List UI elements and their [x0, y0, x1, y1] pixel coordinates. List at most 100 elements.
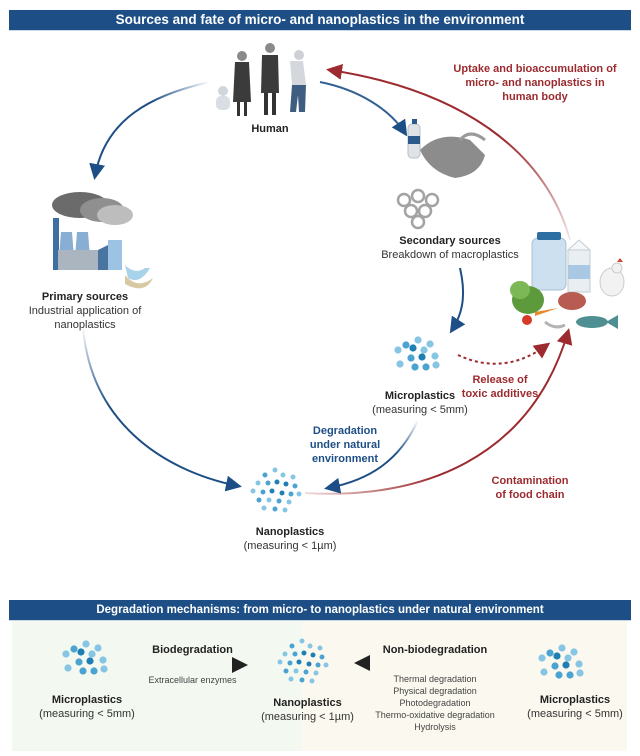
nanoplastics-subtitle: (measuring < 1µm) [243, 540, 337, 552]
particle [283, 481, 289, 487]
particle [566, 671, 574, 679]
particle [303, 669, 309, 675]
particle [287, 660, 293, 666]
particle [70, 645, 78, 653]
microplastics-particles-icon [62, 640, 108, 675]
particle [283, 668, 289, 674]
particle [396, 360, 404, 368]
particle [272, 467, 278, 473]
food-chain-icon [510, 232, 625, 329]
particle [99, 656, 107, 664]
center-nanoplastics-title: Nanoplastics [273, 697, 342, 709]
mechanism-item: Physical degradation [393, 686, 477, 696]
particle [422, 363, 430, 371]
particle [288, 491, 294, 497]
particle [553, 652, 561, 660]
plastic-waste-icon [396, 119, 486, 230]
particle [555, 671, 563, 679]
particle [277, 659, 283, 665]
primary-sources-subtitle-1: Industrial application of [28, 305, 142, 317]
particle [288, 676, 294, 682]
particle [538, 654, 546, 662]
particle [420, 346, 428, 354]
non-biodegradation-label: Non-biodegradation [382, 644, 488, 656]
microplastics-title: Microplastics [384, 390, 456, 402]
left-microplastics-subtitle: (measuring < 5mm) [39, 708, 135, 720]
particle [310, 652, 316, 658]
particle [62, 650, 70, 658]
nanoplastics-particles-icon [277, 638, 329, 684]
arrow-secondary-to-micro [449, 267, 466, 334]
particle [261, 505, 267, 511]
particle [551, 662, 559, 670]
particle [431, 352, 439, 360]
arrow-primary-to-nano [82, 325, 242, 492]
primary-sources-subtitle-2: nanoplastics [54, 319, 116, 331]
biodegradation-panel [12, 621, 302, 751]
particle [394, 346, 402, 354]
bottom-section-title: Degradation mechanisms: from micro- to n… [9, 600, 631, 620]
particle [402, 341, 410, 349]
nanoplastics-title: Nanoplastics [255, 526, 325, 538]
particle [269, 488, 275, 494]
arrow-micro-to-nano [324, 419, 419, 494]
uptake-annotation: Uptake and bioaccumulation of micro- and… [453, 63, 617, 103]
particle [279, 490, 285, 496]
particle [418, 353, 426, 361]
particle [575, 660, 583, 668]
particle [309, 678, 315, 684]
particle [276, 498, 282, 504]
right-microplastics-subtitle: (measuring < 5mm) [527, 708, 623, 720]
particle [292, 651, 298, 657]
particle [266, 497, 272, 503]
particle [88, 650, 96, 658]
particle [313, 670, 319, 676]
particle [562, 661, 570, 669]
biodegradation-label: Biodegradation [152, 644, 233, 656]
arrow-contamination [304, 328, 573, 495]
particle [293, 668, 299, 674]
mechanism-item: Thermal degradation [393, 674, 477, 684]
particle [323, 662, 329, 668]
particle [290, 474, 296, 480]
particle [250, 488, 256, 494]
mechanism-item: Thermo-oxidative degradation [375, 710, 495, 720]
secondary-sources-subtitle: Breakdown of macroplastics [381, 249, 519, 261]
particle [260, 489, 266, 495]
particle [564, 654, 572, 662]
particle [282, 651, 288, 657]
particle [282, 507, 288, 513]
factory-icon [52, 192, 153, 289]
particle [299, 638, 305, 644]
release-additives-annotation: Release of toxic additives [461, 374, 539, 400]
particle [576, 669, 584, 677]
particle [272, 506, 278, 512]
particle [262, 472, 268, 478]
particle [540, 668, 548, 676]
particle [411, 363, 419, 371]
microplastics-particles-icon [394, 336, 440, 371]
particle [315, 662, 321, 668]
particle [301, 650, 307, 656]
particle [306, 661, 312, 667]
secondary-sources-title: Secondary sources [399, 235, 501, 247]
particle [274, 479, 280, 485]
particle [86, 657, 94, 665]
center-nanoplastics-subtitle: (measuring < 1µm) [261, 711, 354, 723]
particle [299, 677, 305, 683]
top-section-title: Sources and fate of micro- and nanoplast… [9, 10, 631, 30]
primary-sources-title: Primary sources [41, 291, 129, 303]
particle [94, 644, 102, 652]
particle [414, 336, 422, 344]
particle [317, 645, 323, 651]
human-figures-icon [216, 43, 306, 116]
biodegradation-detail: Extracellular enzymes [148, 675, 237, 685]
particle [280, 472, 286, 478]
particle [432, 361, 440, 369]
particle [90, 667, 98, 675]
particle [296, 659, 302, 665]
particle [255, 480, 261, 486]
particle [82, 640, 90, 648]
